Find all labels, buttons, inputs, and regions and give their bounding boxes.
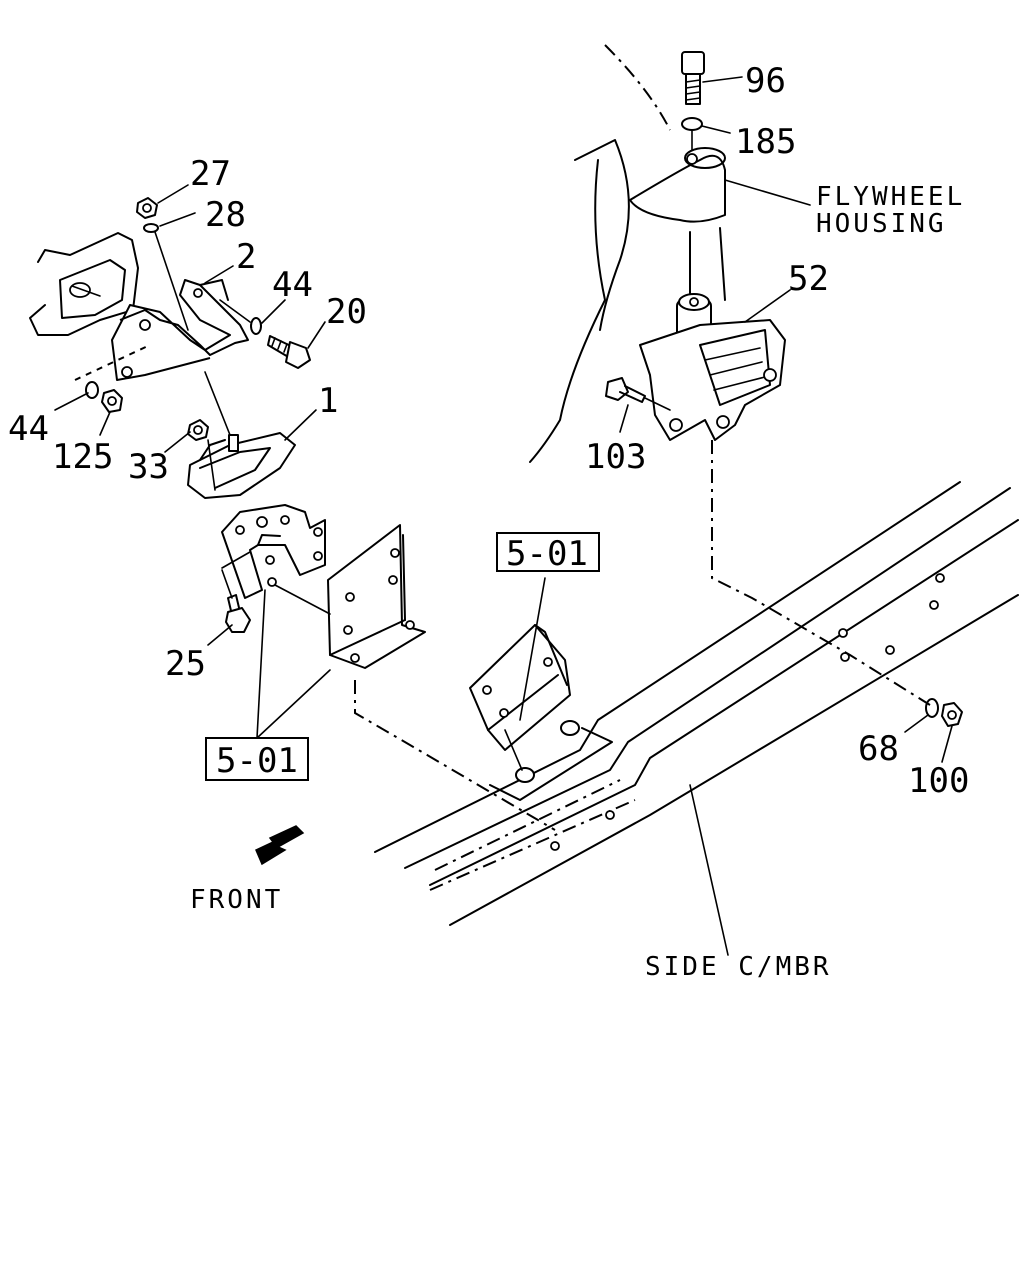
callout-100: 100	[908, 761, 969, 801]
nut-100	[941, 702, 963, 727]
callout-33: 33	[128, 447, 169, 487]
engine-block-section	[29, 232, 139, 336]
washer-185	[681, 117, 703, 131]
callout-96: 96	[745, 61, 786, 101]
nut-125	[101, 389, 123, 413]
washer-68	[925, 698, 939, 718]
callout-20: 20	[326, 292, 367, 332]
bracket-2	[111, 279, 249, 381]
front-arrow-icon	[255, 825, 305, 866]
callout-44-upper: 44	[272, 265, 313, 305]
callout-27: 27	[190, 154, 231, 194]
washer-28	[143, 223, 159, 233]
nut-33	[187, 419, 209, 441]
callout-68: 68	[858, 729, 899, 769]
front-label: FRONT	[190, 885, 283, 915]
leader-lines	[54, 76, 953, 956]
flywheel-label-line2: HOUSING	[816, 209, 947, 239]
callout-44-lower: 44	[8, 409, 49, 449]
ref-box-center	[496, 532, 600, 572]
ref-center-text: 5-01	[506, 534, 588, 574]
flywheel-housing	[529, 44, 726, 463]
bolt-20	[267, 335, 311, 369]
lower-bracket	[221, 504, 326, 599]
chassis-bracket-left	[274, 524, 426, 669]
callout-103: 103	[585, 437, 646, 477]
callout-1: 1	[318, 381, 338, 421]
washer-44-lower	[85, 381, 99, 399]
ref-box-left	[205, 737, 309, 781]
washer-44-upper	[250, 317, 262, 335]
nut-27	[136, 197, 158, 219]
callout-28: 28	[205, 195, 246, 235]
insulator-1	[187, 371, 296, 499]
bolt-96	[681, 51, 705, 105]
callout-25: 25	[165, 644, 206, 684]
side-member-label: SIDE C/MBR	[645, 952, 832, 982]
bolt-103	[605, 377, 646, 403]
callout-52: 52	[788, 259, 829, 299]
side-member	[374, 481, 1019, 926]
flywheel-label-line1: FLYWHEEL	[816, 182, 965, 212]
callout-185: 185	[735, 122, 796, 162]
chassis-bracket-center	[469, 624, 571, 771]
ref-left-text: 5-01	[216, 741, 298, 781]
callout-125: 125	[52, 437, 113, 477]
callout-2: 2	[236, 237, 256, 277]
rear-mount-52	[639, 231, 786, 441]
